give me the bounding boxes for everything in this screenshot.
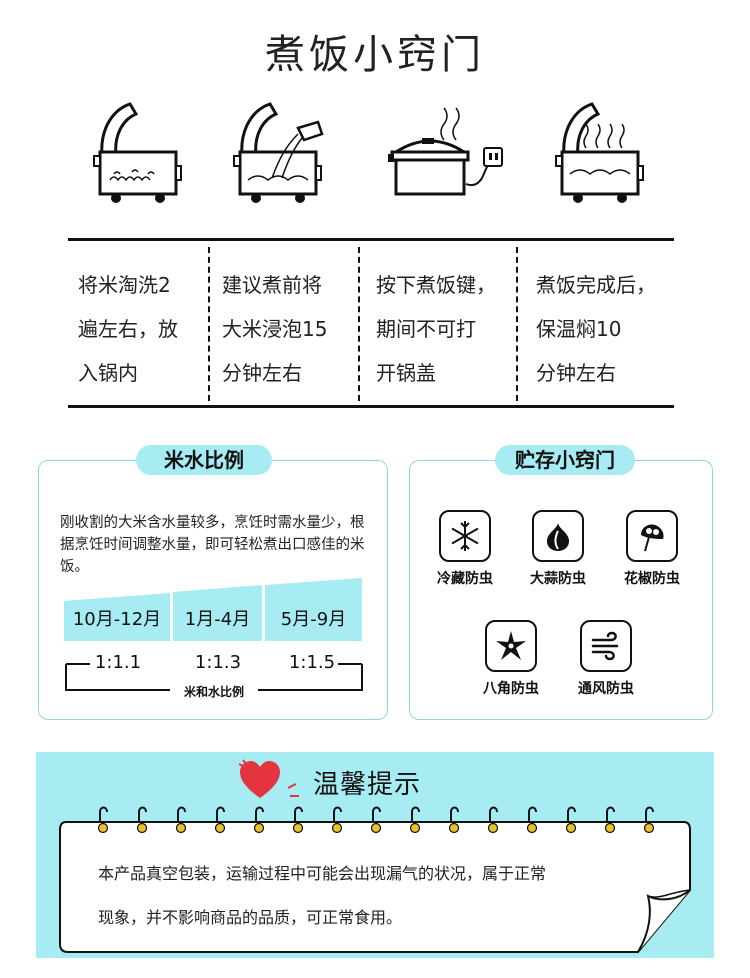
step-1-line-3: 入锅内 [78, 361, 138, 385]
notepad-ring [409, 806, 421, 834]
notepad-ring [526, 806, 538, 834]
rice-cooker-washing-icon [92, 100, 184, 206]
period-jan-apr: 1月-4月 [184, 609, 251, 630]
storage-panel-tag: 贮存小窍门 [495, 445, 635, 475]
ratio-value-2: 1:1.3 [194, 652, 242, 673]
notepad-ring [448, 806, 460, 834]
step-4: 煮饭完成后， 保温焖10 分钟左右 [536, 241, 674, 405]
step-1-line-2: 遍左右，放 [78, 317, 178, 341]
step-2-line-1: 建议煮前将 [222, 273, 322, 297]
period-may-sep: 5月-9月 [280, 609, 347, 630]
storage-item-star-anise: 八角防虫 [471, 620, 551, 698]
storage-label-sichuan-pepper: 花椒防虫 [624, 571, 680, 587]
step-3-line-1: 按下煮饭键， [376, 273, 496, 297]
reminder-note-line-1: 本产品真空包装，运输过程中可能会出现漏气的状况，属于正常 [98, 864, 547, 883]
wind-icon [580, 620, 632, 672]
notepad-ring [487, 806, 499, 834]
notepad-ring [136, 806, 148, 834]
storage-label-ventilation: 通风防虫 [578, 681, 634, 697]
step-3-line-2: 期间不可打 [376, 317, 476, 341]
notepad-ring [604, 806, 616, 834]
notepad-ring [292, 806, 304, 834]
step-divider [358, 247, 360, 401]
notepad-ring [97, 806, 109, 834]
step-3: 按下煮饭键， 期间不可打 开锅盖 [376, 241, 516, 405]
rice-cooker-soaking-icon [232, 100, 332, 206]
step-2-line-3: 分钟左右 [222, 361, 302, 385]
page-title: 煮饭小窍门 [265, 32, 485, 78]
notepad-ring [370, 806, 382, 834]
reminder-note-line-2: 现象，并不影响商品的品质，可正常食用。 [98, 908, 403, 927]
storage-label-refrigerate: 冷藏防虫 [437, 571, 493, 587]
pepper-leaf-icon [626, 510, 678, 562]
ratio-value-1: 1:1.1 [94, 652, 142, 673]
reminder-note: 本产品真空包装，运输过程中可能会出现漏气的状况，属于正常 现象，并不影响商品的品… [98, 852, 668, 940]
ratio-value-3: 1:1.5 [288, 652, 336, 673]
storage-item-sichuan-pepper: 花椒防虫 [612, 510, 692, 588]
step-3-line-3: 开锅盖 [376, 361, 436, 385]
storage-item-garlic: 大蒜防虫 [518, 510, 598, 588]
ratio-description: 刚收割的大米含水量较多，烹饪时需水量少，根据烹饪时间调整水量，即可轻松煮出口感佳… [60, 515, 365, 575]
rice-cooker-plugged-in-icon [386, 100, 510, 206]
storage-item-refrigerate: 冷藏防虫 [425, 510, 505, 588]
ratio-caption: 米和水比例 [170, 683, 258, 700]
ratio-panel-tag: 米水比例 [136, 445, 272, 475]
notepad-ring [331, 806, 343, 834]
heart-icon [238, 759, 299, 798]
snowflake-icon [439, 510, 491, 562]
garlic-icon [532, 510, 584, 562]
step-divider [516, 247, 518, 401]
reminder-title: 温馨提示 [313, 770, 422, 800]
notepad-ring [565, 806, 577, 834]
step-4-line-1: 煮饭完成后， [536, 273, 656, 297]
step-2: 建议煮前将 大米浸泡15 分钟左右 [222, 241, 362, 405]
notepad-ring [643, 806, 655, 834]
storage-item-ventilation: 通风防虫 [566, 620, 646, 698]
storage-label-star-anise: 八角防虫 [483, 681, 539, 697]
step-4-line-2: 保温焖10 [536, 317, 622, 341]
storage-tips-panel [409, 460, 713, 720]
star-anise-icon [485, 620, 537, 672]
rice-cooker-cooked-icon [554, 100, 646, 206]
notepad-ring [175, 806, 187, 834]
storage-label-garlic: 大蒜防虫 [530, 571, 586, 587]
notepad-ring [253, 806, 265, 834]
step-4-line-3: 分钟左右 [536, 361, 616, 385]
notepad-ring [214, 806, 226, 834]
period-oct-dec: 10月-12月 [72, 609, 162, 630]
step-divider [208, 247, 210, 401]
step-1: 将米淘洗2 遍左右，放 入锅内 [78, 241, 208, 405]
step-2-line-2: 大米浸泡15 [222, 317, 328, 341]
cooking-steps-table: 将米淘洗2 遍左右，放 入锅内 建议煮前将 大米浸泡15 分钟左右 按下煮饭键，… [68, 238, 674, 408]
step-1-line-1: 将米淘洗2 [78, 273, 171, 297]
